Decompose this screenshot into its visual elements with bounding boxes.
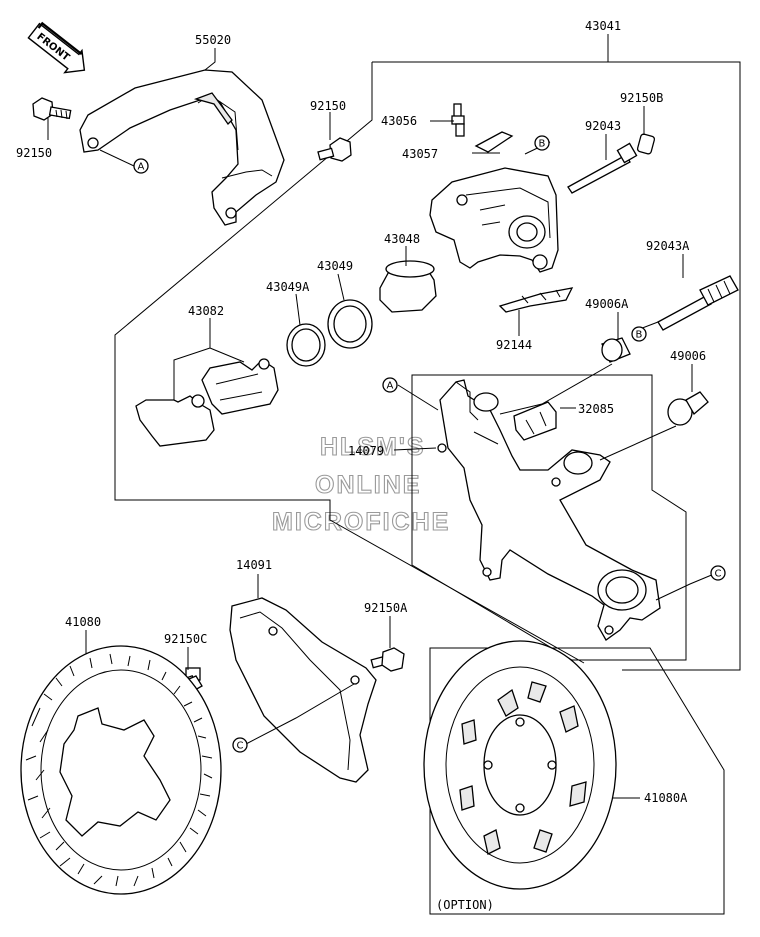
caliper-bracket: [437, 379, 661, 641]
watermark-line-1: HLSM'S: [320, 433, 425, 461]
watermark-line-3: MICROFICHE: [272, 508, 450, 536]
label-14091: 14091: [236, 558, 272, 572]
label-55020: 55020: [195, 33, 231, 47]
callout-c-2: C: [232, 737, 248, 753]
disc-guard-55020: [79, 69, 285, 226]
seal-43049: [327, 299, 373, 349]
callout-a-1: A: [133, 158, 149, 174]
brake-disc-41080A: [423, 640, 617, 890]
callout-b-2-text: B: [636, 330, 643, 341]
brake-disc-41080: [20, 645, 222, 895]
label-43049A: 43049A: [266, 280, 310, 294]
brake-pads-43082: [135, 358, 279, 447]
callout-c-1: C: [710, 565, 726, 581]
label-43048: 43048: [384, 232, 420, 246]
pin-92043: [567, 142, 638, 194]
boot-49006A: [601, 337, 631, 363]
label-92150C: 92150C: [164, 632, 207, 646]
label-43049: 43049: [317, 259, 353, 273]
label-14079: 14079: [348, 444, 384, 458]
label-49006A: 49006A: [585, 297, 629, 311]
pad-spring-92144: [498, 287, 574, 313]
clip-32085: [513, 401, 557, 441]
label-32085: 32085: [578, 402, 614, 416]
label-92043A: 92043A: [646, 239, 690, 253]
option-label: (OPTION): [436, 898, 494, 912]
boot-49006: [667, 391, 709, 426]
callout-b-1-text: B: [539, 139, 546, 150]
label-92150-left: 92150: [16, 146, 52, 160]
caliper-assembly-box: [114, 61, 741, 671]
label-41080A: 41080A: [644, 791, 688, 805]
label-92150B: 92150B: [620, 91, 663, 105]
callout-b-1: B: [534, 135, 550, 151]
callout-a-2-text: A: [387, 381, 394, 392]
label-43057: 43057: [402, 147, 438, 161]
callout-a-1-text: A: [138, 162, 145, 173]
label-43082: 43082: [188, 304, 224, 318]
leader-lines: [47, 34, 715, 799]
caliper-body: [429, 167, 559, 273]
label-49006: 49006: [670, 349, 706, 363]
disc-guard-14091: [229, 597, 377, 783]
watermark: HLSM'S ONLINE MICROFICHE: [271, 432, 450, 536]
front-arrow-icon: FRONT: [27, 21, 86, 74]
seal-43049A: [286, 323, 326, 367]
part-labels: 55020 43041 92150 92150 43056 92150B 430…: [16, 19, 706, 912]
bleeder-valve-43056: [451, 103, 465, 137]
callout-c-1-text: C: [715, 569, 722, 580]
label-43056: 43056: [381, 114, 417, 128]
label-43041: 43041: [585, 19, 621, 33]
bolt-92150-right: [317, 137, 352, 162]
label-92150A: 92150A: [364, 601, 408, 615]
label-41080: 41080: [65, 615, 101, 629]
label-92150-right: 92150: [310, 99, 346, 113]
bolt-92150A: [370, 647, 405, 672]
piston-43048: [379, 260, 437, 313]
watermark-line-2: ONLINE: [315, 471, 421, 499]
plug-92150B: [636, 133, 656, 155]
callout-b-2: B: [631, 326, 647, 342]
cap-43057: [474, 131, 514, 153]
callout-a-2: A: [382, 377, 398, 393]
label-92043: 92043: [585, 119, 621, 133]
callout-c-2-text: C: [237, 741, 244, 752]
label-92144: 92144: [496, 338, 532, 352]
option-box: [429, 647, 725, 915]
pin-92043A: [657, 275, 739, 331]
bolt-92150-left: [32, 97, 72, 121]
